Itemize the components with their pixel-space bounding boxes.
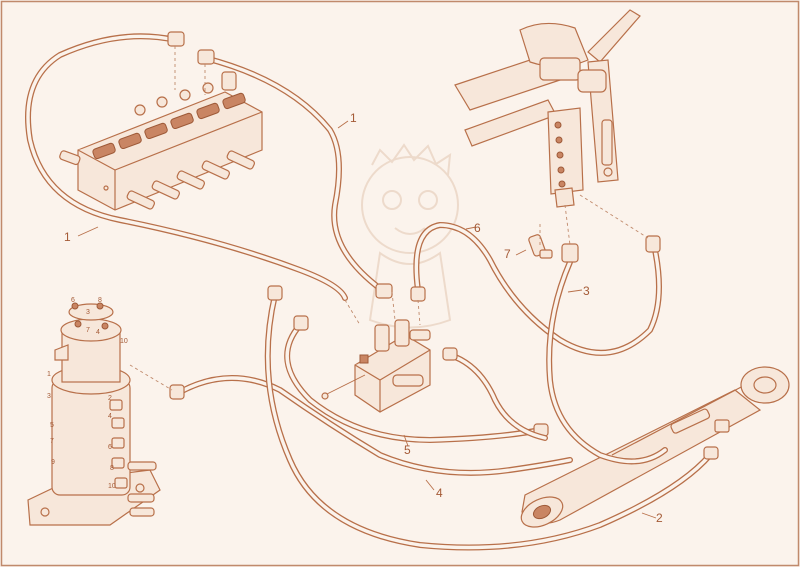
control-valve-bank: [59, 71, 263, 211]
watermark-mascot: [361, 143, 459, 329]
valve-manifold-small: [547, 107, 584, 195]
hose-1-long: [25, 31, 348, 301]
callout-hose-5: 5: [404, 443, 411, 457]
arm-boom: [587, 9, 641, 63]
callout-hose-3: 3: [583, 284, 590, 298]
port-label: 2: [108, 395, 112, 402]
hose-5: [284, 315, 549, 444]
callout-hose-1-top: 1: [350, 111, 357, 125]
swivel-port-labels: 6 8 3 4 7 10 1 3 5 7 9 2 4 6 8 10: [47, 297, 128, 490]
port-label: 8: [98, 297, 102, 304]
fitting-7: [528, 234, 553, 259]
manifold-ports: [554, 121, 566, 188]
rotary-swivel: [27, 302, 161, 526]
callout-hose-6: 6: [474, 221, 481, 235]
hose-distribution-right: [442, 347, 548, 441]
port-label: 3: [47, 393, 51, 400]
machine-arm-assembly: [454, 9, 641, 208]
hose-1-end-fitting: [167, 31, 185, 47]
arm-lever: [601, 119, 613, 166]
hose-3: [546, 243, 668, 465]
distribution-valve: [321, 319, 431, 413]
port-label: 9: [51, 459, 55, 466]
leader-lines: [77, 120, 657, 519]
manifold-outlet: [554, 187, 575, 208]
swivel-cap: [60, 318, 122, 342]
distribution-valve-body: [354, 334, 431, 413]
callout-labels: 1 1 2 3 4 5 6 7: [64, 111, 663, 525]
valve-bank-spools: [59, 92, 255, 210]
port-label: 4: [108, 413, 112, 420]
callout-fitting-7: 7: [504, 247, 511, 261]
port-label: 6: [71, 297, 75, 304]
port-label: 3: [86, 309, 90, 316]
hose-1-upper: [197, 49, 393, 299]
port-label: 8: [110, 465, 114, 472]
valve-bank-top-fittings: [134, 71, 237, 116]
port-label: 7: [86, 327, 90, 334]
port-label: 4: [96, 329, 100, 336]
port-label: 10: [108, 483, 116, 490]
swivel-fittings: [71, 302, 157, 517]
port-label: 7: [50, 438, 54, 445]
assembly-dash-lines: [129, 46, 649, 391]
hose-4: [169, 375, 573, 476]
port-label: 6: [108, 444, 112, 451]
port-label: 5: [50, 422, 54, 429]
hose-2: [264, 285, 719, 551]
callout-hose-2: 2: [656, 511, 663, 525]
hose-6: [410, 221, 662, 356]
arm-joint: [577, 69, 607, 93]
arm-motor-base: [539, 57, 581, 81]
port-label: 1: [47, 371, 51, 378]
hydraulic-cylinder: [520, 366, 790, 528]
callout-hose-1-left: 1: [64, 230, 71, 244]
port-label: 10: [120, 338, 128, 345]
callout-hose-4: 4: [436, 486, 443, 500]
